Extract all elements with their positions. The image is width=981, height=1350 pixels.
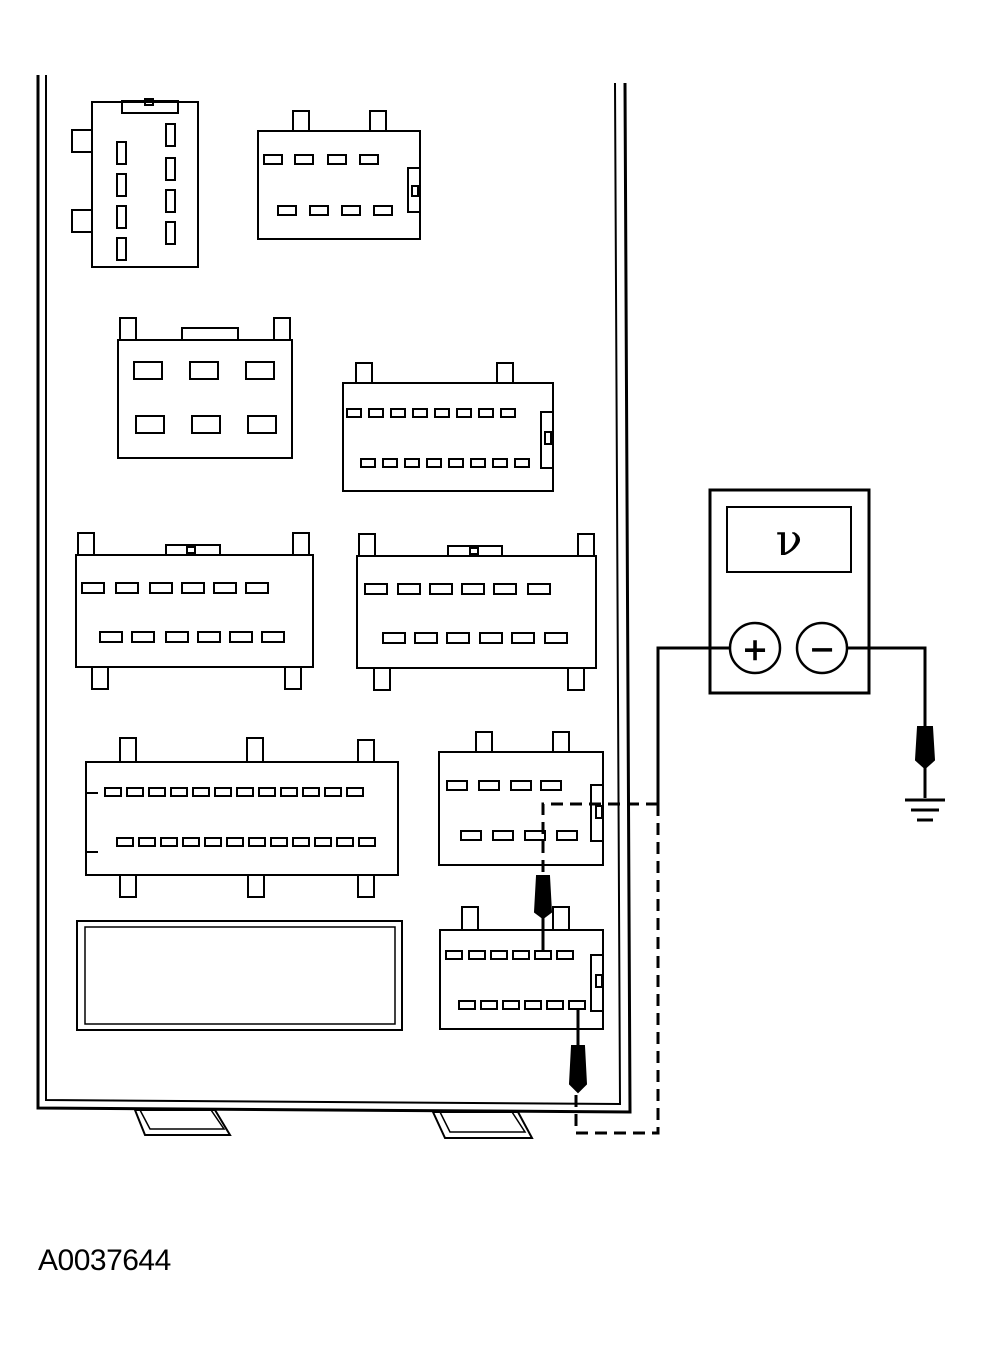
connector-c4 [342, 362, 554, 492]
connector-c5 [75, 532, 314, 690]
connector-c6 [356, 533, 597, 691]
connector-c7-terminals [104, 787, 376, 847]
voltmeter: ν + − [708, 488, 871, 695]
connector-c9 [439, 906, 604, 1030]
connector-c2 [257, 110, 421, 240]
connector-c2-terminals [263, 154, 393, 216]
blank-cover-panel [76, 920, 403, 1031]
connector-c1-terminals [116, 123, 176, 261]
negative-terminal-symbol: − [809, 630, 836, 668]
connector-c6-terminals [364, 583, 568, 644]
junction-box-housing [36, 75, 632, 1139]
hidden-lead-dashed [541, 802, 660, 1135]
connector-c7 [85, 737, 399, 898]
voltmeter-display-symbol: ν [776, 515, 803, 566]
connector-c5-terminals [81, 582, 285, 643]
connector-c1 [71, 98, 199, 268]
figure-reference-code: A0037644 [38, 1244, 171, 1277]
connector-c8 [438, 731, 604, 866]
connector-c3-terminals [133, 361, 277, 434]
connector-c3 [117, 317, 293, 459]
positive-test-lead [656, 646, 730, 804]
connector-c9-terminals [445, 950, 586, 1010]
positive-terminal-symbol: + [742, 630, 769, 668]
probe-tip-icon [568, 1009, 588, 1094]
probe-tip-icon [533, 875, 553, 952]
ground-symbol-icon [905, 798, 945, 822]
negative-test-lead [847, 646, 936, 798]
connector-c4-terminals [346, 408, 530, 468]
connector-c8-terminals [446, 780, 578, 841]
